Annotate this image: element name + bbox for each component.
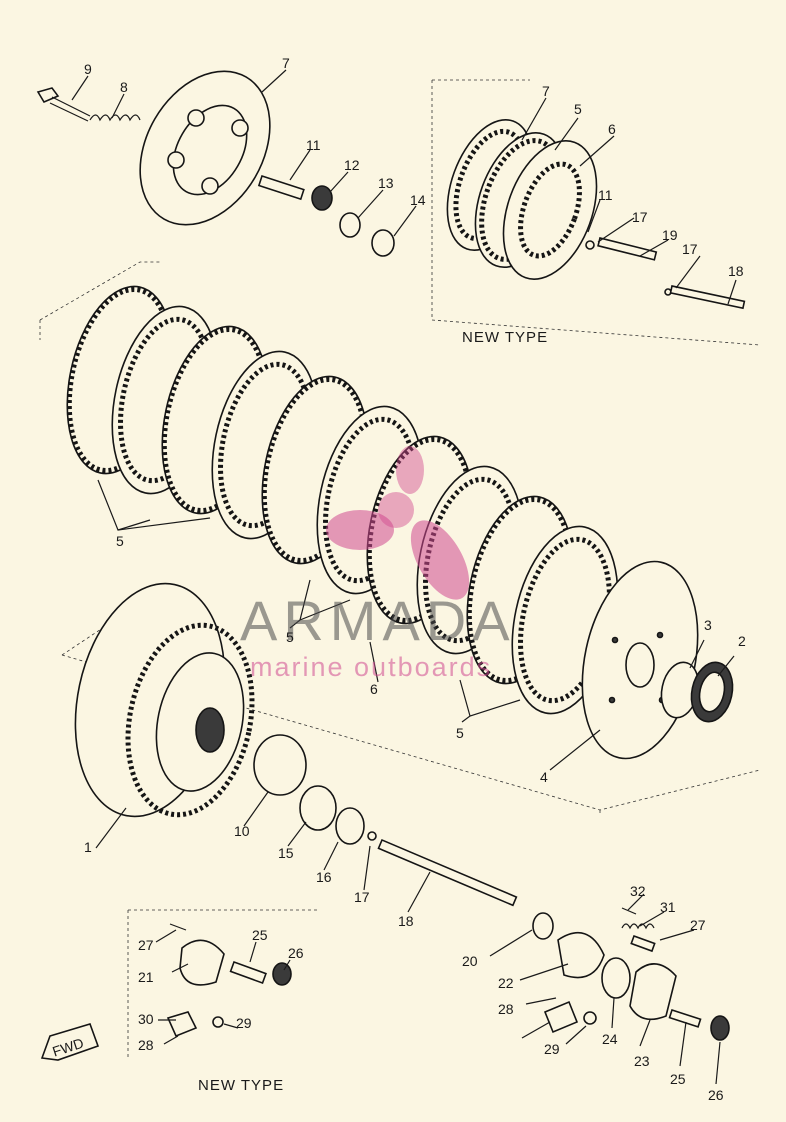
callout-label: 7 (542, 83, 550, 99)
callout-label: 24 (602, 1031, 618, 1047)
callout-label: 26 (708, 1087, 724, 1103)
callout-label: 23 (634, 1053, 650, 1069)
callout-label: 25 (670, 1071, 686, 1087)
new-type-lever-group (40, 923, 292, 1061)
callout-label: 18 (398, 913, 414, 929)
clutch-housing-group (74, 582, 518, 907)
callout-label: 17 (354, 889, 370, 905)
grouping-outlines (39, 79, 761, 1060)
callout-label: 11 (306, 137, 321, 153)
callout-label: 21 (138, 969, 154, 985)
watermark-logo (326, 446, 470, 600)
callout-label: 13 (378, 175, 394, 191)
pressure-plate-group (36, 70, 395, 257)
clutch-plate-stack (66, 285, 734, 760)
callout-label: 9 (84, 61, 92, 77)
new-type-label-bottom: NEW TYPE (198, 1077, 284, 1094)
callout-label: 19 (662, 227, 678, 243)
callout-label: 22 (498, 975, 514, 991)
callout-label: 26 (288, 945, 304, 961)
callout-label: 1 (84, 839, 92, 855)
callout-label: 4 (540, 769, 548, 785)
callout-label: 7 (282, 55, 290, 71)
callout-label: 5 (456, 725, 464, 741)
callout-label: 32 (630, 883, 646, 899)
callout-label: 11 (598, 187, 613, 203)
callout-label: 5 (286, 629, 294, 645)
callout-label: 16 (316, 869, 332, 885)
callout-label: 5 (116, 533, 124, 549)
callout-label: 2 (738, 633, 746, 649)
callout-label: 8 (120, 79, 128, 95)
callout-label: 25 (252, 927, 268, 943)
callout-label: 30 (138, 1011, 154, 1027)
callout-label: 3 (704, 617, 712, 633)
callout-label: 29 (236, 1015, 252, 1031)
callout-label: 20 (462, 953, 478, 969)
watermark: ARMADA marine outboards (240, 446, 516, 682)
new-type-label-top: NEW TYPE (462, 329, 548, 346)
callout-label: 27 (690, 917, 706, 933)
callout-label: 12 (344, 157, 360, 173)
callout-label: 15 (278, 845, 294, 861)
push-lever-group (532, 907, 730, 1041)
callout-label: 10 (234, 823, 250, 839)
callout-label: 17 (682, 241, 698, 257)
callout-label: 28 (498, 1001, 514, 1017)
watermark-brand: ARMADA (240, 589, 516, 652)
callout-label: 17 (632, 209, 648, 225)
watermark-tagline: marine outboards (250, 652, 492, 682)
callout-label: 6 (608, 121, 616, 137)
callout-label: 28 (138, 1037, 154, 1053)
leader-lines (71, 69, 737, 1085)
callout-labels: 1 2 3 4 5 5 5 5 6 6 7 7 8 9 10 11 11 12 … (84, 55, 746, 1103)
callout-label: 5 (574, 101, 582, 117)
new-type-plates-group (446, 118, 746, 310)
callout-label: 29 (544, 1041, 560, 1057)
callout-label: 31 (660, 899, 676, 915)
callout-label: 14 (410, 192, 426, 208)
callout-label: 18 (728, 263, 744, 279)
callout-label: 27 (138, 937, 154, 953)
callout-label: 6 (370, 681, 378, 697)
